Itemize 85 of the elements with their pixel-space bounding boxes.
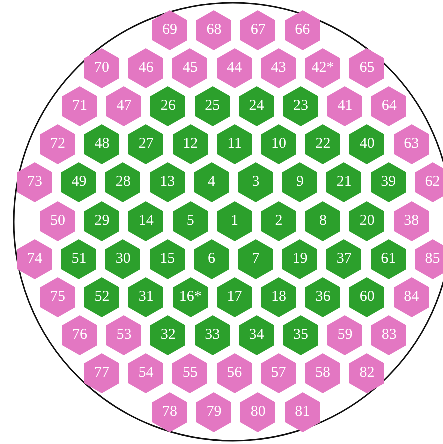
hexagon-number: 53 — [116, 326, 133, 344]
hexagon-number: 45 — [182, 58, 199, 77]
hexagon-number: 58 — [314, 364, 332, 382]
hexagon-number: 39 — [380, 173, 398, 192]
hexagon-number: 76 — [72, 326, 88, 344]
hexagon-number: 3 — [251, 173, 261, 192]
hexagon-number: 52 — [94, 288, 111, 306]
hexagon-number: 46 — [138, 58, 155, 77]
hexagon-number: 38 — [403, 212, 420, 230]
hexagon-number: 26 — [160, 96, 177, 115]
hexagon-number: 2 — [274, 212, 284, 230]
hexagon-number: 1 — [230, 212, 240, 230]
hexagon-number: 8 — [318, 212, 328, 230]
hexagon-number: 80 — [250, 402, 267, 420]
hexagon-number: 44 — [226, 58, 244, 77]
hexagon-number: 33 — [204, 326, 222, 344]
hexagon-number: 85 — [424, 250, 442, 268]
hexagon-number: 70 — [94, 58, 110, 77]
hexagon-number: 22 — [314, 135, 332, 154]
hexagon-number: 69 — [162, 20, 178, 38]
hexagon-number: 71 — [72, 96, 88, 115]
hexagon-number: 20 — [358, 212, 376, 230]
hexagon-number: 84 — [403, 288, 420, 306]
hexagon-number: 54 — [138, 364, 155, 382]
hexagon-number: 9 — [295, 173, 305, 192]
hexagon-number: 15 — [159, 250, 176, 268]
hexagon-number: 49 — [70, 173, 88, 192]
hexagon-number: 68 — [206, 20, 223, 38]
hexagon-number: 16* — [178, 288, 203, 306]
hexagon-number: 47 — [116, 96, 133, 115]
hexagon-number: 67 — [250, 20, 267, 38]
hexagon-number: 56 — [226, 364, 244, 382]
hexagon-number: 66 — [294, 20, 312, 38]
hexagon-number: 79 — [206, 402, 223, 420]
hexagon-number: 83 — [380, 326, 398, 344]
hexagon-number: 29 — [94, 212, 111, 230]
hexagon-number: 78 — [162, 402, 178, 420]
hexagon-number: 32 — [160, 326, 177, 344]
hexagon-number: 48 — [94, 135, 111, 154]
hexagon-number: 41 — [336, 96, 354, 115]
hexagon-number: 77 — [94, 364, 110, 382]
hexagon-number: 50 — [50, 212, 66, 230]
hexagon-number: 59 — [336, 326, 354, 344]
hexagon-number: 63 — [403, 135, 420, 154]
hexagon-number: 24 — [248, 96, 266, 115]
hexagon-number: 43 — [270, 58, 288, 77]
hexagon-number: 73 — [26, 173, 44, 192]
hexagon-number: 60 — [358, 288, 376, 306]
hexagon-number: 25 — [204, 96, 222, 115]
hexagon-number: 10 — [270, 135, 288, 154]
hexagon-number: 21 — [336, 173, 353, 192]
hexagon-number: 4 — [207, 173, 217, 192]
hexagon-number: 72 — [50, 135, 66, 154]
hexagon-number: 34 — [248, 326, 266, 344]
hexagon-number: 36 — [314, 288, 332, 306]
hexagon-number: 35 — [292, 326, 310, 344]
hexagon-number: 12 — [182, 135, 200, 154]
hexagon-number: 28 — [114, 173, 132, 192]
hexagon-number: 40 — [358, 135, 376, 154]
hexagon-number: 37 — [336, 250, 353, 268]
hexagon-number: 23 — [292, 96, 310, 115]
hexagon-number: 19 — [292, 250, 309, 268]
hexagon-number: 81 — [294, 402, 312, 420]
hexagon-number: 31 — [138, 288, 155, 306]
hexagon-number: 27 — [138, 135, 155, 154]
hexagon-number: 5 — [186, 212, 196, 230]
hexagon-number: 55 — [182, 364, 199, 382]
hexagon-number: 57 — [270, 364, 288, 382]
hexagon-number: 82 — [358, 364, 376, 382]
hexagon-number: 17 — [226, 288, 244, 306]
hexagon-number: 7 — [251, 250, 261, 268]
hexagon-number: 30 — [114, 250, 132, 268]
hexagon-number: 65 — [358, 58, 376, 77]
hexagon-number: 18 — [270, 288, 288, 306]
hexagon-number: 74 — [26, 250, 44, 268]
hexagon-number: 62 — [424, 173, 442, 192]
hexagon-number: 75 — [50, 288, 66, 306]
hexagon-number: 13 — [159, 173, 176, 192]
hexagon-number: 42* — [310, 58, 336, 77]
hexagon-number: 11 — [226, 135, 244, 154]
hexagon-number: 14 — [138, 212, 155, 230]
hexagon-number: 51 — [70, 250, 88, 268]
hexagon-number: 6 — [207, 250, 217, 268]
hexagon-number: 64 — [380, 96, 398, 115]
hexagon-number: 61 — [380, 250, 398, 268]
